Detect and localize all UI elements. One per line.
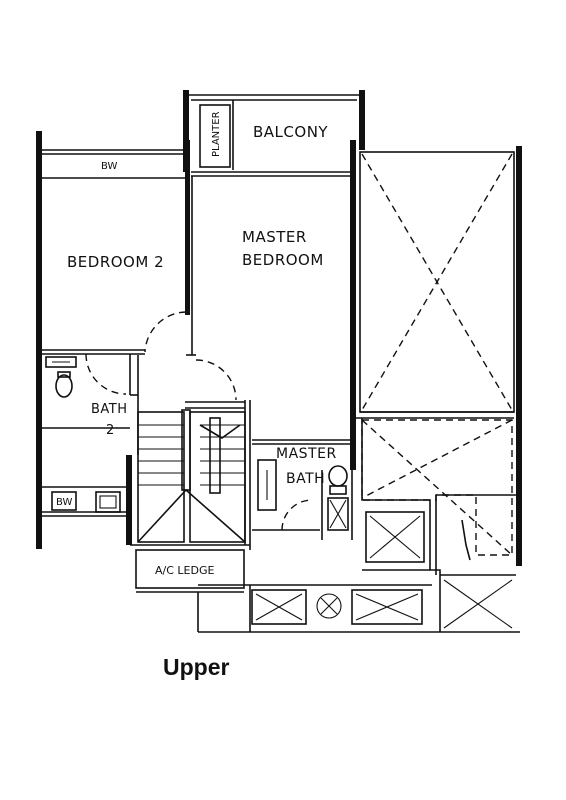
label-bw-bottom: BW [56, 497, 73, 508]
staircase [137, 409, 246, 543]
label-planter: PLANTER [211, 111, 222, 157]
plan-caption: Upper [163, 654, 230, 680]
fixtures [45, 356, 348, 529]
label-balcony: BALCONY [253, 123, 328, 141]
label-master-bedroom-line2: BEDROOM [242, 251, 324, 269]
label-master-bedroom-line1: MASTER [242, 228, 307, 246]
doors [85, 311, 313, 531]
label-bw-top: BW [101, 161, 118, 172]
room-labels: PLANTER BALCONY BW BEDROOM 2 MASTER BEDR… [56, 111, 337, 577]
label-bath-2-line1: BATH [91, 402, 128, 417]
label-master-bath-line2: BATH [286, 471, 325, 487]
label-master-bath-line1: MASTER [276, 446, 337, 462]
walls [36, 90, 522, 633]
void-markings [255, 153, 513, 629]
label-ac-ledge: A/C LEDGE [155, 564, 214, 577]
stair-treads [138, 424, 245, 486]
label-bedroom-2: BEDROOM 2 [67, 253, 164, 271]
label-bath-2-line2: 2 [106, 423, 115, 438]
